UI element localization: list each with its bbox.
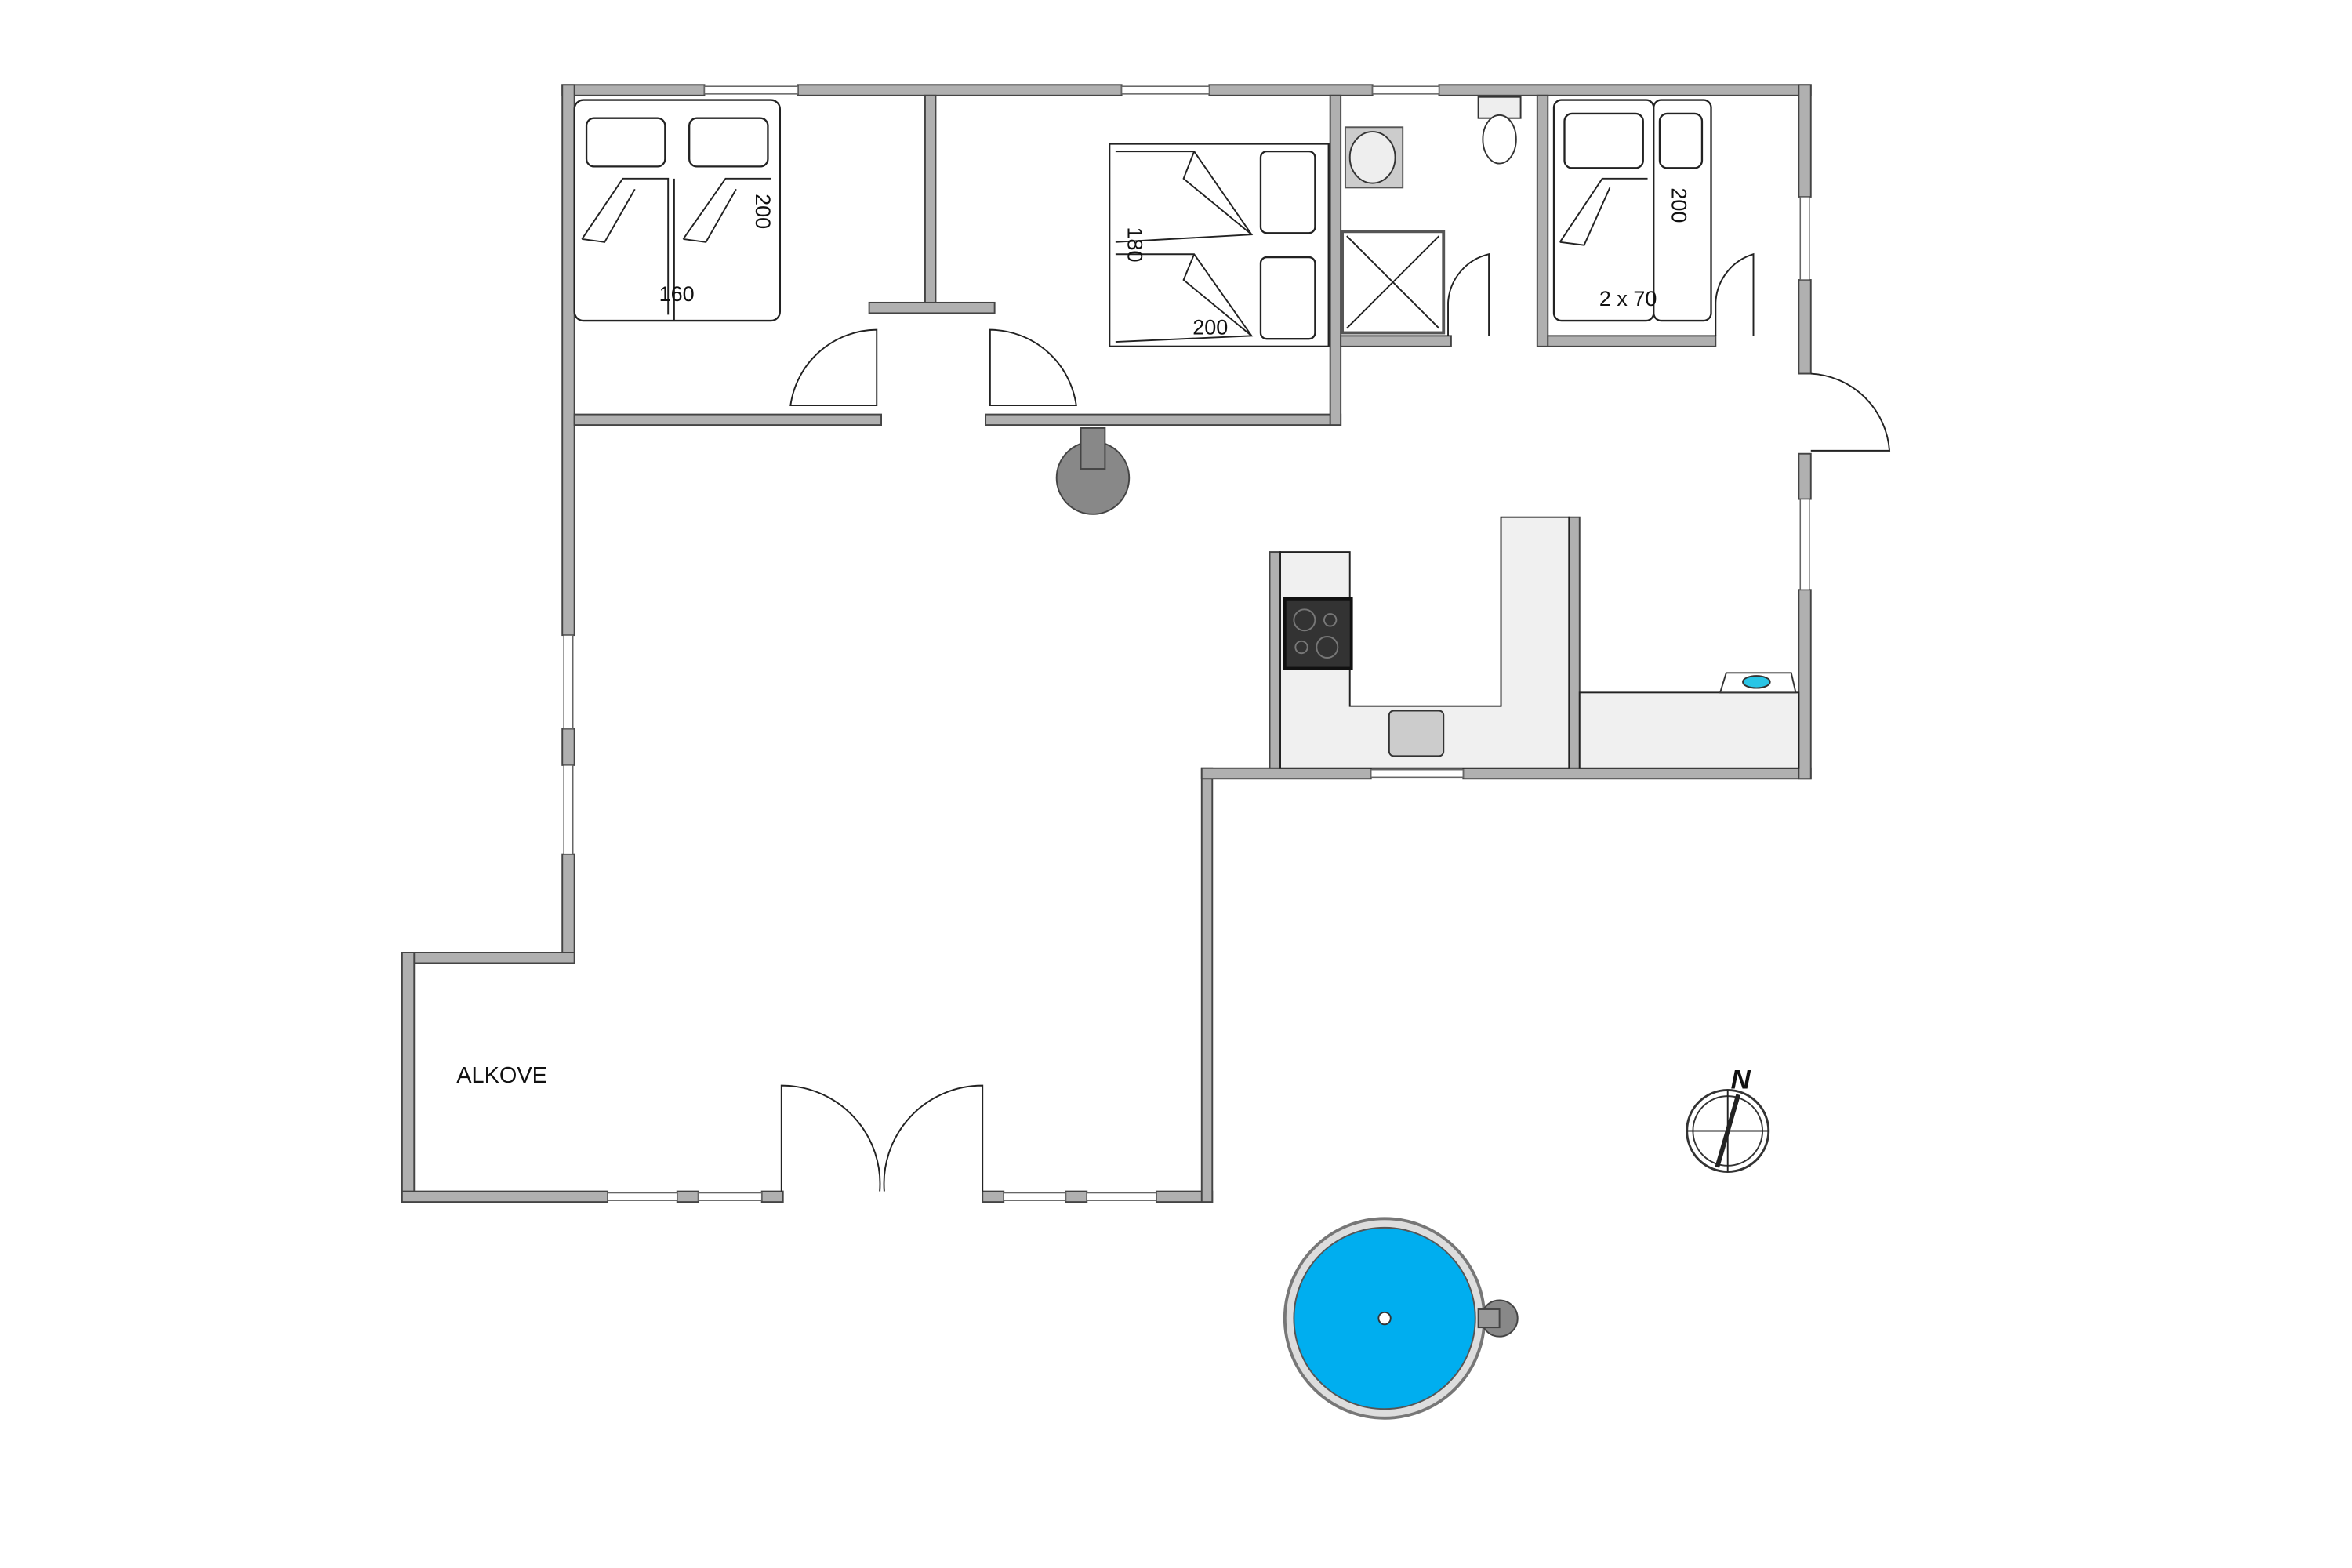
kitchen	[1279, 516, 1800, 769]
bed-2x70: 200 2 x 70	[1552, 99, 1712, 322]
hot-tub	[1283, 1217, 1519, 1420]
doors	[780, 252, 1891, 1192]
kitchen-sink-icon	[1388, 710, 1445, 757]
bed3-length-label: 200	[1667, 187, 1690, 223]
toilet-icon	[1482, 114, 1517, 165]
alcove-label: ALKOVE	[456, 1063, 547, 1088]
washer-icon	[1742, 675, 1771, 689]
windows	[563, 85, 1810, 1201]
bed-160: 160 200	[573, 99, 782, 322]
walls	[401, 84, 1812, 1203]
sink-icon	[1348, 131, 1396, 184]
wood-stove	[1055, 426, 1131, 515]
compass-north-label: N	[1731, 1065, 1751, 1094]
bed2-width-label: 180	[1123, 227, 1146, 263]
compass-icon: N	[1686, 1065, 1770, 1173]
stove-icon	[1283, 597, 1353, 670]
bed2-length-label: 200	[1192, 315, 1228, 339]
bed3-size-label: 2 x 70	[1599, 287, 1657, 310]
bed1-length-label: 200	[751, 194, 775, 229]
bed-180: 180 200	[1109, 143, 1330, 347]
bathroom-fixtures	[1341, 96, 1522, 335]
bed1-width-label: 160	[659, 282, 695, 306]
